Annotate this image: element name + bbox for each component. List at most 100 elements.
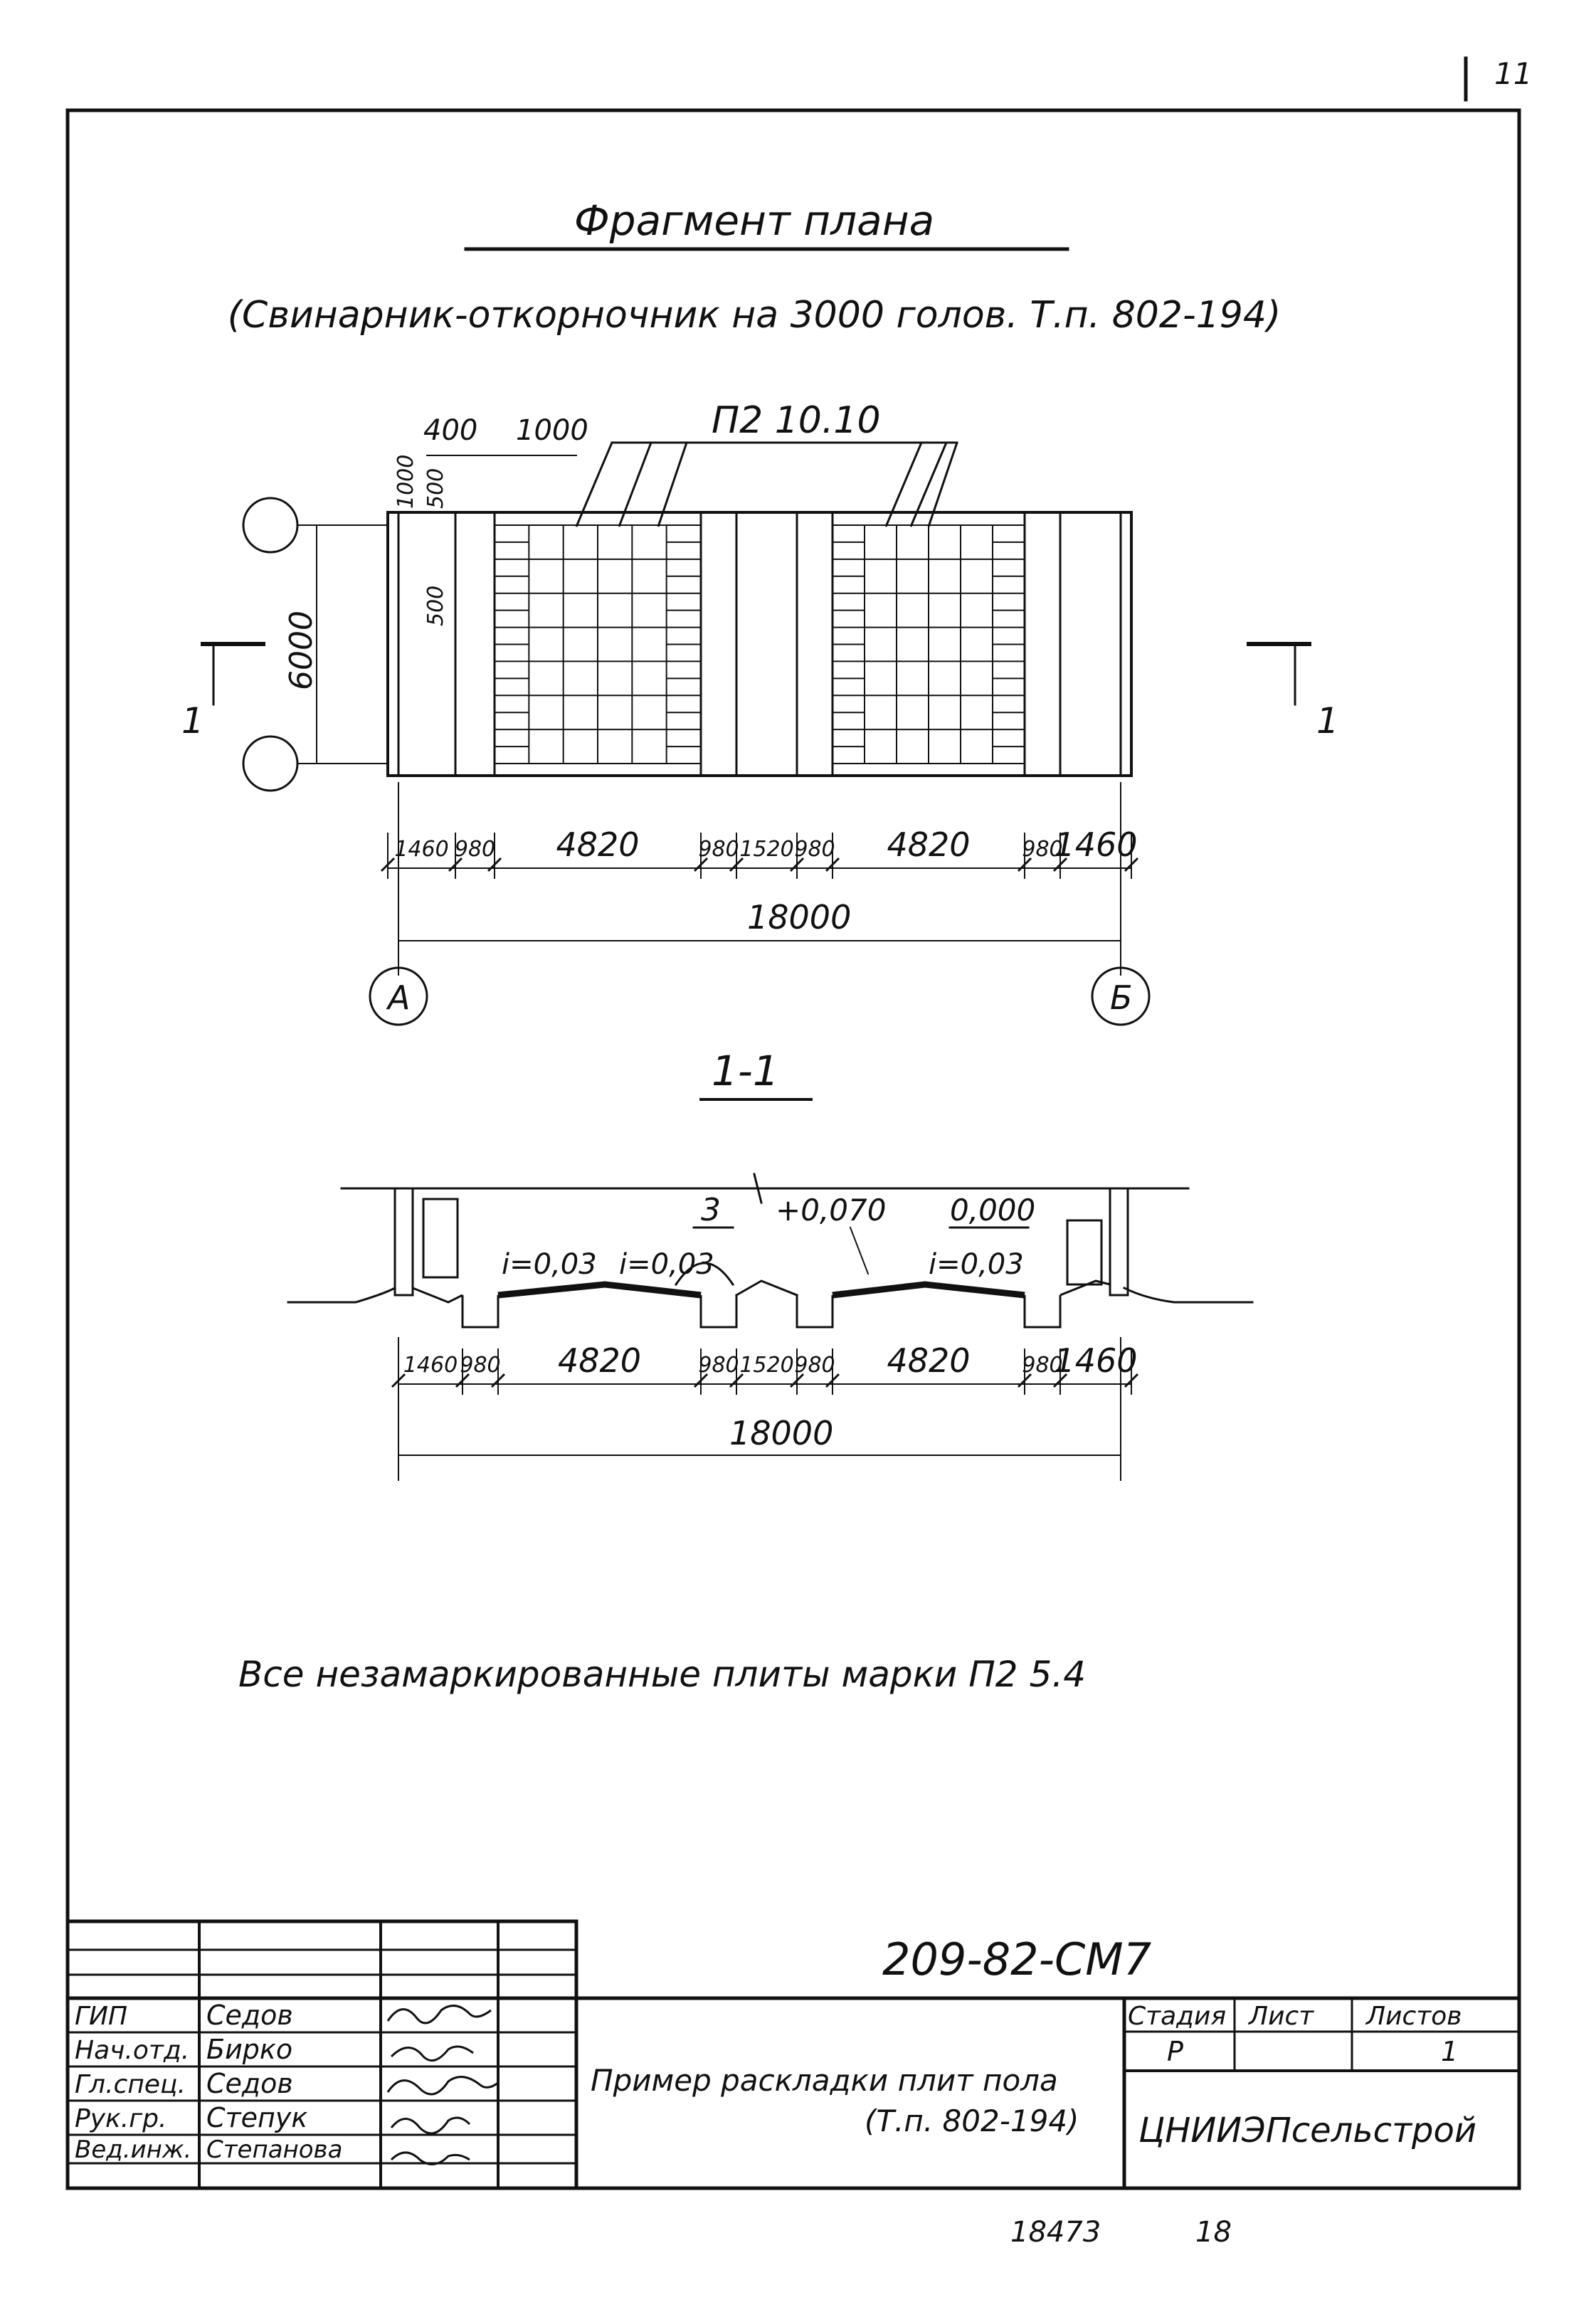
section-dim-text: 980 [1022,1353,1062,1378]
plan-dim-ticks [380,833,1139,879]
axis-b-bubble [1091,966,1151,1026]
sheet-description-2: (Т.п. 802-194) [865,2104,1079,2138]
footer-sheet-number: 18 [1195,2216,1232,2249]
plan-dim-text: 1460 [394,837,448,862]
page-subtitle: (Свинарник-откорночник на 3000 голов. Т.… [228,294,1281,337]
section-dim-text: 1460 [1054,1341,1137,1380]
archive-number: 18473 [1010,2216,1101,2249]
plan-tick-slash [487,857,502,872]
slab-grid-left [494,524,702,764]
role-2: Нач.отд. [75,2036,189,2065]
detail-circle [674,1262,735,1287]
plan-dim-text: 1460 [1054,825,1137,864]
slope-label-1: i=0,03 [502,1248,597,1281]
slab-mark-label: П2 10.10 [712,399,881,442]
signature-scribbles [386,2005,499,2165]
sheet-header: Лист [1247,2002,1314,2031]
level-mark-1: +0,070 [776,1193,886,1228]
general-note: Все незамаркированные плиты марки П2 5.4 [238,1654,1086,1695]
row-axis-bottom [242,735,299,792]
section-dim-text: 1460 [403,1353,458,1378]
plan-total-dim: 18000 [747,898,851,936]
organization-name: ЦНИИЭПсельстрой [1138,2111,1476,2150]
section-total-dim: 18000 [729,1414,833,1452]
plan-tick-slash [729,857,744,872]
plan-tick-slash [1124,857,1139,872]
plan-left-dim-2: 500 [423,468,448,509]
name-4: Степук [206,2102,307,2133]
detail-callout: 3 [701,1192,721,1228]
level-mark-2: 0,000 [950,1193,1035,1228]
sheet-frame [65,108,1521,2190]
name-5: Степанова [206,2136,342,2164]
slope-label-3: i=0,03 [929,1248,1024,1281]
plan-tick-slash [789,857,805,872]
plan-tick-slash [693,857,709,872]
role-1: ГИП [75,2002,127,2031]
wall-left [393,1187,414,1297]
plan-dim-text: 980 [1022,837,1062,862]
plan-tick-slash [380,857,396,872]
sheets-header: Листов [1365,2002,1462,2031]
plan-top-dim-1: 400 [423,414,477,447]
plan-tick-slash [1052,857,1068,872]
ground-right [1122,1286,1254,1304]
section-tick-slash [729,1373,744,1388]
row-axis-top [242,497,299,554]
name-1: Седов [206,2000,293,2031]
slab-grid-right [832,524,1025,764]
section-dim-text: 4820 [558,1341,641,1380]
sheets-value: 1 [1441,2036,1458,2067]
section-dim-text: 980 [794,1353,835,1378]
role-3: Гл.спец. [75,2070,186,2099]
page-number: 11 [1494,56,1532,91]
section-tick-slash [1017,1373,1032,1388]
axis-a-bubble [369,966,428,1026]
section-mark-right-label: 1 [1316,700,1339,741]
section-gutters [412,1279,1111,1329]
section-tick-slash [490,1373,506,1388]
section-view: 1-1 i=0,03 i=0,03 i=0,03 3 [287,1047,1254,1481]
plan-tick-slash [448,857,463,872]
stage-header: Стадия [1128,2002,1226,2031]
mark-leaders [575,442,958,527]
ground-left [287,1286,397,1304]
name-2: Бирко [206,2034,292,2065]
role-5: Вед.инж. [75,2136,191,2164]
section-dim-text: 980 [460,1353,500,1378]
plan-dim-text: 4820 [556,825,639,864]
axis-b-label: Б [1110,978,1133,1017]
span-dim: 6000 [283,611,319,690]
section-tick-slash [1052,1373,1068,1388]
axis-a-label: А [386,978,410,1017]
page-title: Фрагмент плана [574,196,934,245]
section-dim-text: 4820 [887,1341,970,1380]
plan-left-dim-3: 500 [423,586,448,626]
plan-outline [386,511,1133,777]
section-tick-slash [455,1373,470,1388]
plan-tick-slash [1017,857,1032,872]
slope-label-2: i=0,03 [619,1248,714,1281]
plan-dim-text: 1520 [739,837,793,862]
sheet-description-1: Пример раскладки плит пола [591,2063,1058,2098]
section-dim-text: 980 [698,1353,739,1378]
section-mark-left-label: 1 [181,700,204,741]
plan-dim-text: 4820 [887,825,970,864]
section-tick-slash [825,1373,840,1388]
title-block: 209-82-СМ7 ГИП Нач.отд. Гл.спец. Рук.гр.… [65,1919,1521,2190]
plan-strips [454,511,1062,777]
name-3: Седов [206,2068,293,2099]
plan-top-dim-2: 1000 [516,414,588,447]
plan-view: 6000 1000 500 500 400 1000 П2 10.10 1 1 … [181,399,1339,1026]
plan-dim-text: 980 [455,837,495,862]
section-dim-text: 1520 [739,1353,793,1378]
section-tick-slash [789,1373,805,1388]
plan-left-dim-1: 1000 [393,455,418,509]
wall-right [1109,1187,1129,1297]
plan-dim-text: 980 [698,837,739,862]
section-title: 1-1 [712,1047,779,1095]
plan-tick-slash [825,857,840,872]
section-tick-slash [693,1373,709,1388]
